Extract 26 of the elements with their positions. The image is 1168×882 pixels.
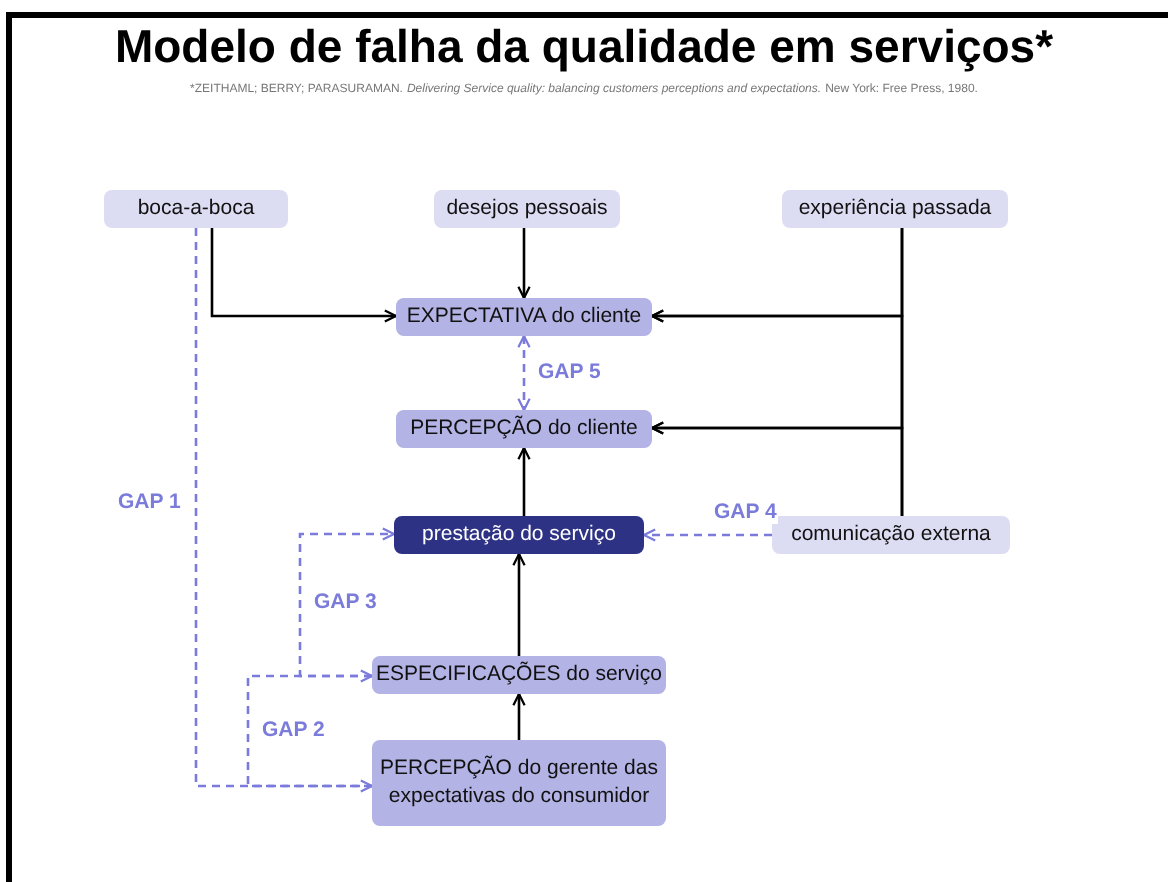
dashed-arrow bbox=[246, 669, 374, 788]
process-box: PERCEPÇÃO do gerente das expectativas do consumidor bbox=[372, 740, 666, 826]
gap-label: GAP 5 bbox=[536, 360, 603, 384]
arrow bbox=[210, 228, 398, 323]
input-box: experiência passada bbox=[782, 190, 1008, 228]
gap-label: GAP 2 bbox=[260, 718, 327, 742]
dashed-arrow bbox=[298, 527, 396, 678]
process-box: EXPECTATIVA do cliente bbox=[396, 298, 652, 336]
highlighted-box: prestação do serviço bbox=[394, 516, 644, 554]
process-box: ESPECIFICAÇÕES do serviço bbox=[372, 656, 666, 694]
arrow bbox=[650, 421, 904, 516]
title: Modelo de falha da qualidade em serviços* bbox=[112, 20, 1056, 74]
arrow bbox=[512, 552, 526, 656]
gap-label: GAP 4 bbox=[712, 500, 779, 524]
gap-label: GAP 3 bbox=[312, 590, 379, 614]
dashed-arrow bbox=[194, 228, 374, 793]
arrow bbox=[512, 692, 526, 740]
gap-label: GAP 1 bbox=[116, 490, 183, 514]
arrow bbox=[517, 228, 531, 300]
process-box: PERCEPÇÃO do cliente bbox=[396, 410, 652, 448]
dashed-arrow bbox=[517, 334, 531, 412]
input-box: boca-a-boca bbox=[104, 190, 288, 228]
dashed-arrow bbox=[642, 528, 772, 542]
arrow bbox=[517, 446, 531, 516]
input-box: comunicação externa bbox=[772, 516, 1010, 554]
input-box: desejos pessoais bbox=[434, 190, 620, 228]
